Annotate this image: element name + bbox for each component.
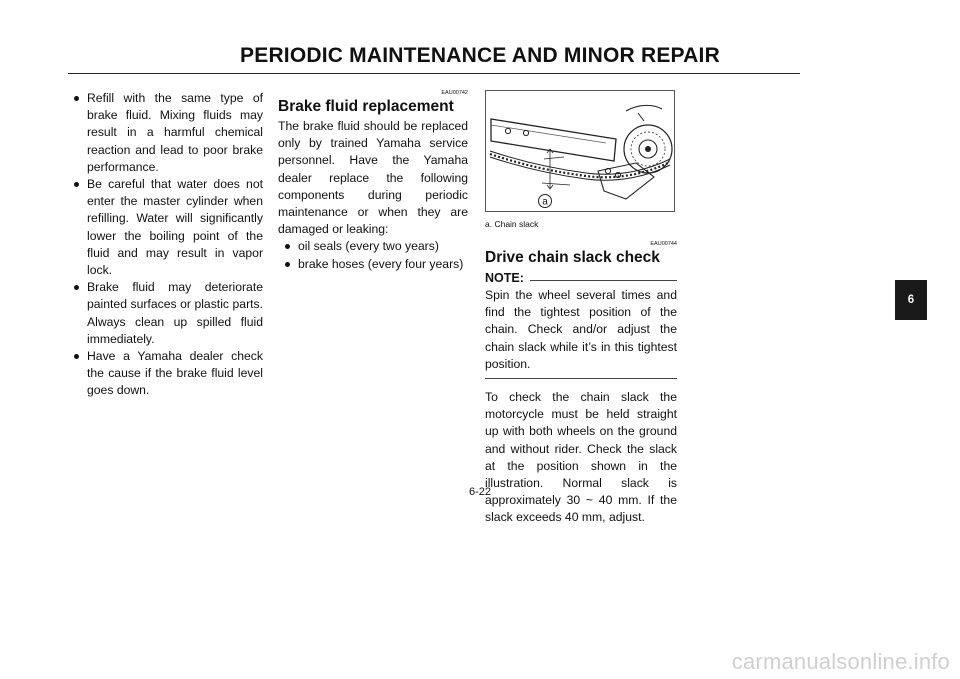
body-paragraph: To check the chain slack the motorcycle … (485, 390, 677, 525)
title-rule (68, 73, 800, 74)
column-middle: EAU00742 Brake fluid replacement The bra… (278, 90, 468, 273)
list-item: Refill with the same type of brake fluid… (73, 90, 263, 176)
brake-fluid-cautions-list: Refill with the same type of brake fluid… (73, 90, 263, 400)
note-divider (529, 279, 677, 281)
section-heading: Brake fluid replacement (278, 98, 454, 115)
page-title: PERIODIC MAINTENANCE AND MINOR REPAIR (240, 44, 720, 67)
column-right: a a. Chain slack EAU00744 Drive chain sl… (485, 90, 677, 527)
chain-slack-illustration: a (485, 90, 675, 212)
note-header: NOTE: (485, 271, 677, 286)
replacement-intervals-list: oil seals (every two years) brake hoses … (278, 238, 468, 272)
list-item: Be careful that water does not enter the… (73, 176, 263, 279)
list-item: oil seals (every two years) (278, 238, 468, 255)
column-left: Refill with the same type of brake fluid… (73, 90, 263, 400)
drive-chain-drawing: a (489, 104, 673, 208)
list-item: Have a Yamaha dealer check the cause if … (73, 348, 263, 400)
note-end-divider (485, 378, 677, 380)
callout-label: a (542, 197, 548, 208)
section-heading: Drive chain slack check (485, 249, 660, 266)
page-number: 6-22 (468, 486, 492, 498)
chapter-tab: 6 (895, 280, 927, 320)
note-label: NOTE: (485, 270, 524, 285)
section-code: EAU00744 (650, 241, 677, 247)
list-item: brake hoses (every four years) (278, 256, 468, 273)
note-text: Spin the wheel several times and find th… (485, 288, 677, 371)
body-paragraph: The brake fluid should be replaced only … (278, 119, 468, 237)
list-item: Brake fluid may deteriorate painted surf… (73, 279, 263, 348)
section-code: EAU00742 (441, 90, 468, 96)
watermark: carmanualsonline.info (731, 649, 950, 674)
figure-caption: a. Chain slack (485, 219, 539, 229)
